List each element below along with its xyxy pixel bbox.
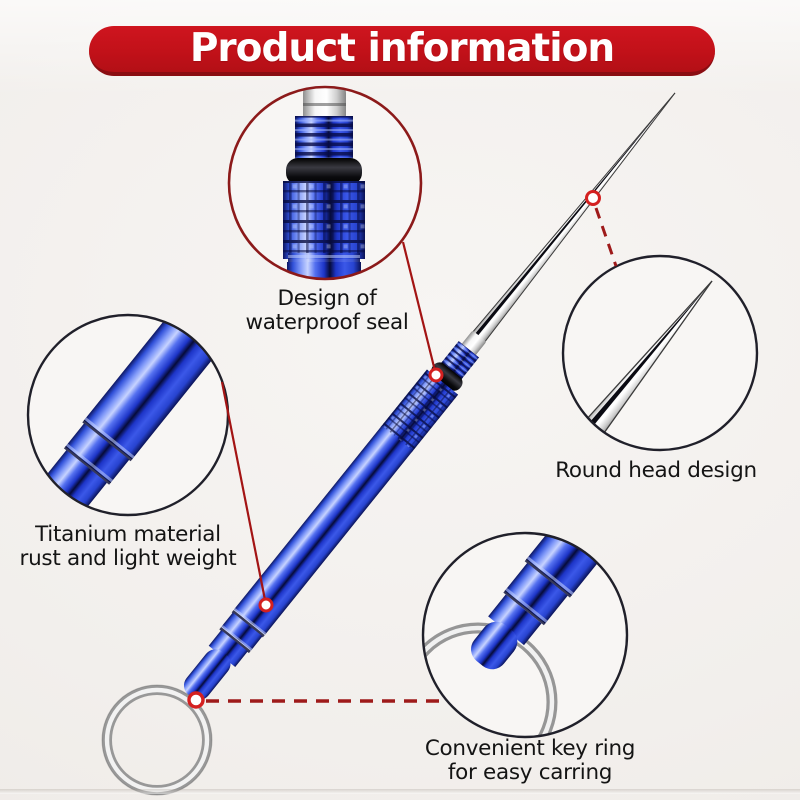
callout-label-line: Convenient key ring: [424, 736, 636, 761]
callout-label-waterproof-seal: Design of waterproof seal: [167, 287, 487, 334]
callout-label-line: rust and light weight: [19, 545, 237, 571]
callout-label-round-head: Round head design: [491, 459, 800, 483]
toothpick-product: [183, 92, 676, 701]
callout-label-line: waterproof seal: [245, 309, 409, 335]
toothpick-tube: [233, 425, 413, 635]
callout-label-titanium: Titanium material rust and light weight: [0, 523, 258, 570]
toothpick-tail-cap: [183, 649, 231, 701]
leader-line-waterproof-seal: [401, 241, 438, 376]
callout-label-line: Design of: [277, 286, 377, 311]
callout-circle-round-head: [561, 254, 759, 452]
marker-dot-titanium: [258, 597, 274, 613]
marker-dot-waterproof-seal: [428, 367, 444, 383]
page-title: Product information: [189, 25, 615, 71]
callout-label-key-ring: Convenient key ring for easy carring: [370, 737, 690, 784]
callout-label-line: for easy carring: [447, 759, 613, 785]
leader-line-titanium: [220, 381, 268, 606]
leader-line-round-head: [594, 207, 618, 267]
callout-circle-key-ring: [421, 531, 629, 739]
marker-dot-round-head: [585, 190, 601, 206]
callout-label-line: Titanium material: [35, 522, 221, 547]
bottom-edge-shadow: [0, 789, 800, 794]
callout-label-line: Round head design: [555, 458, 757, 483]
callout-circle-waterproof-seal: [227, 85, 423, 281]
banner: Product information: [89, 26, 715, 76]
marker-dot-key-ring: [187, 691, 205, 709]
